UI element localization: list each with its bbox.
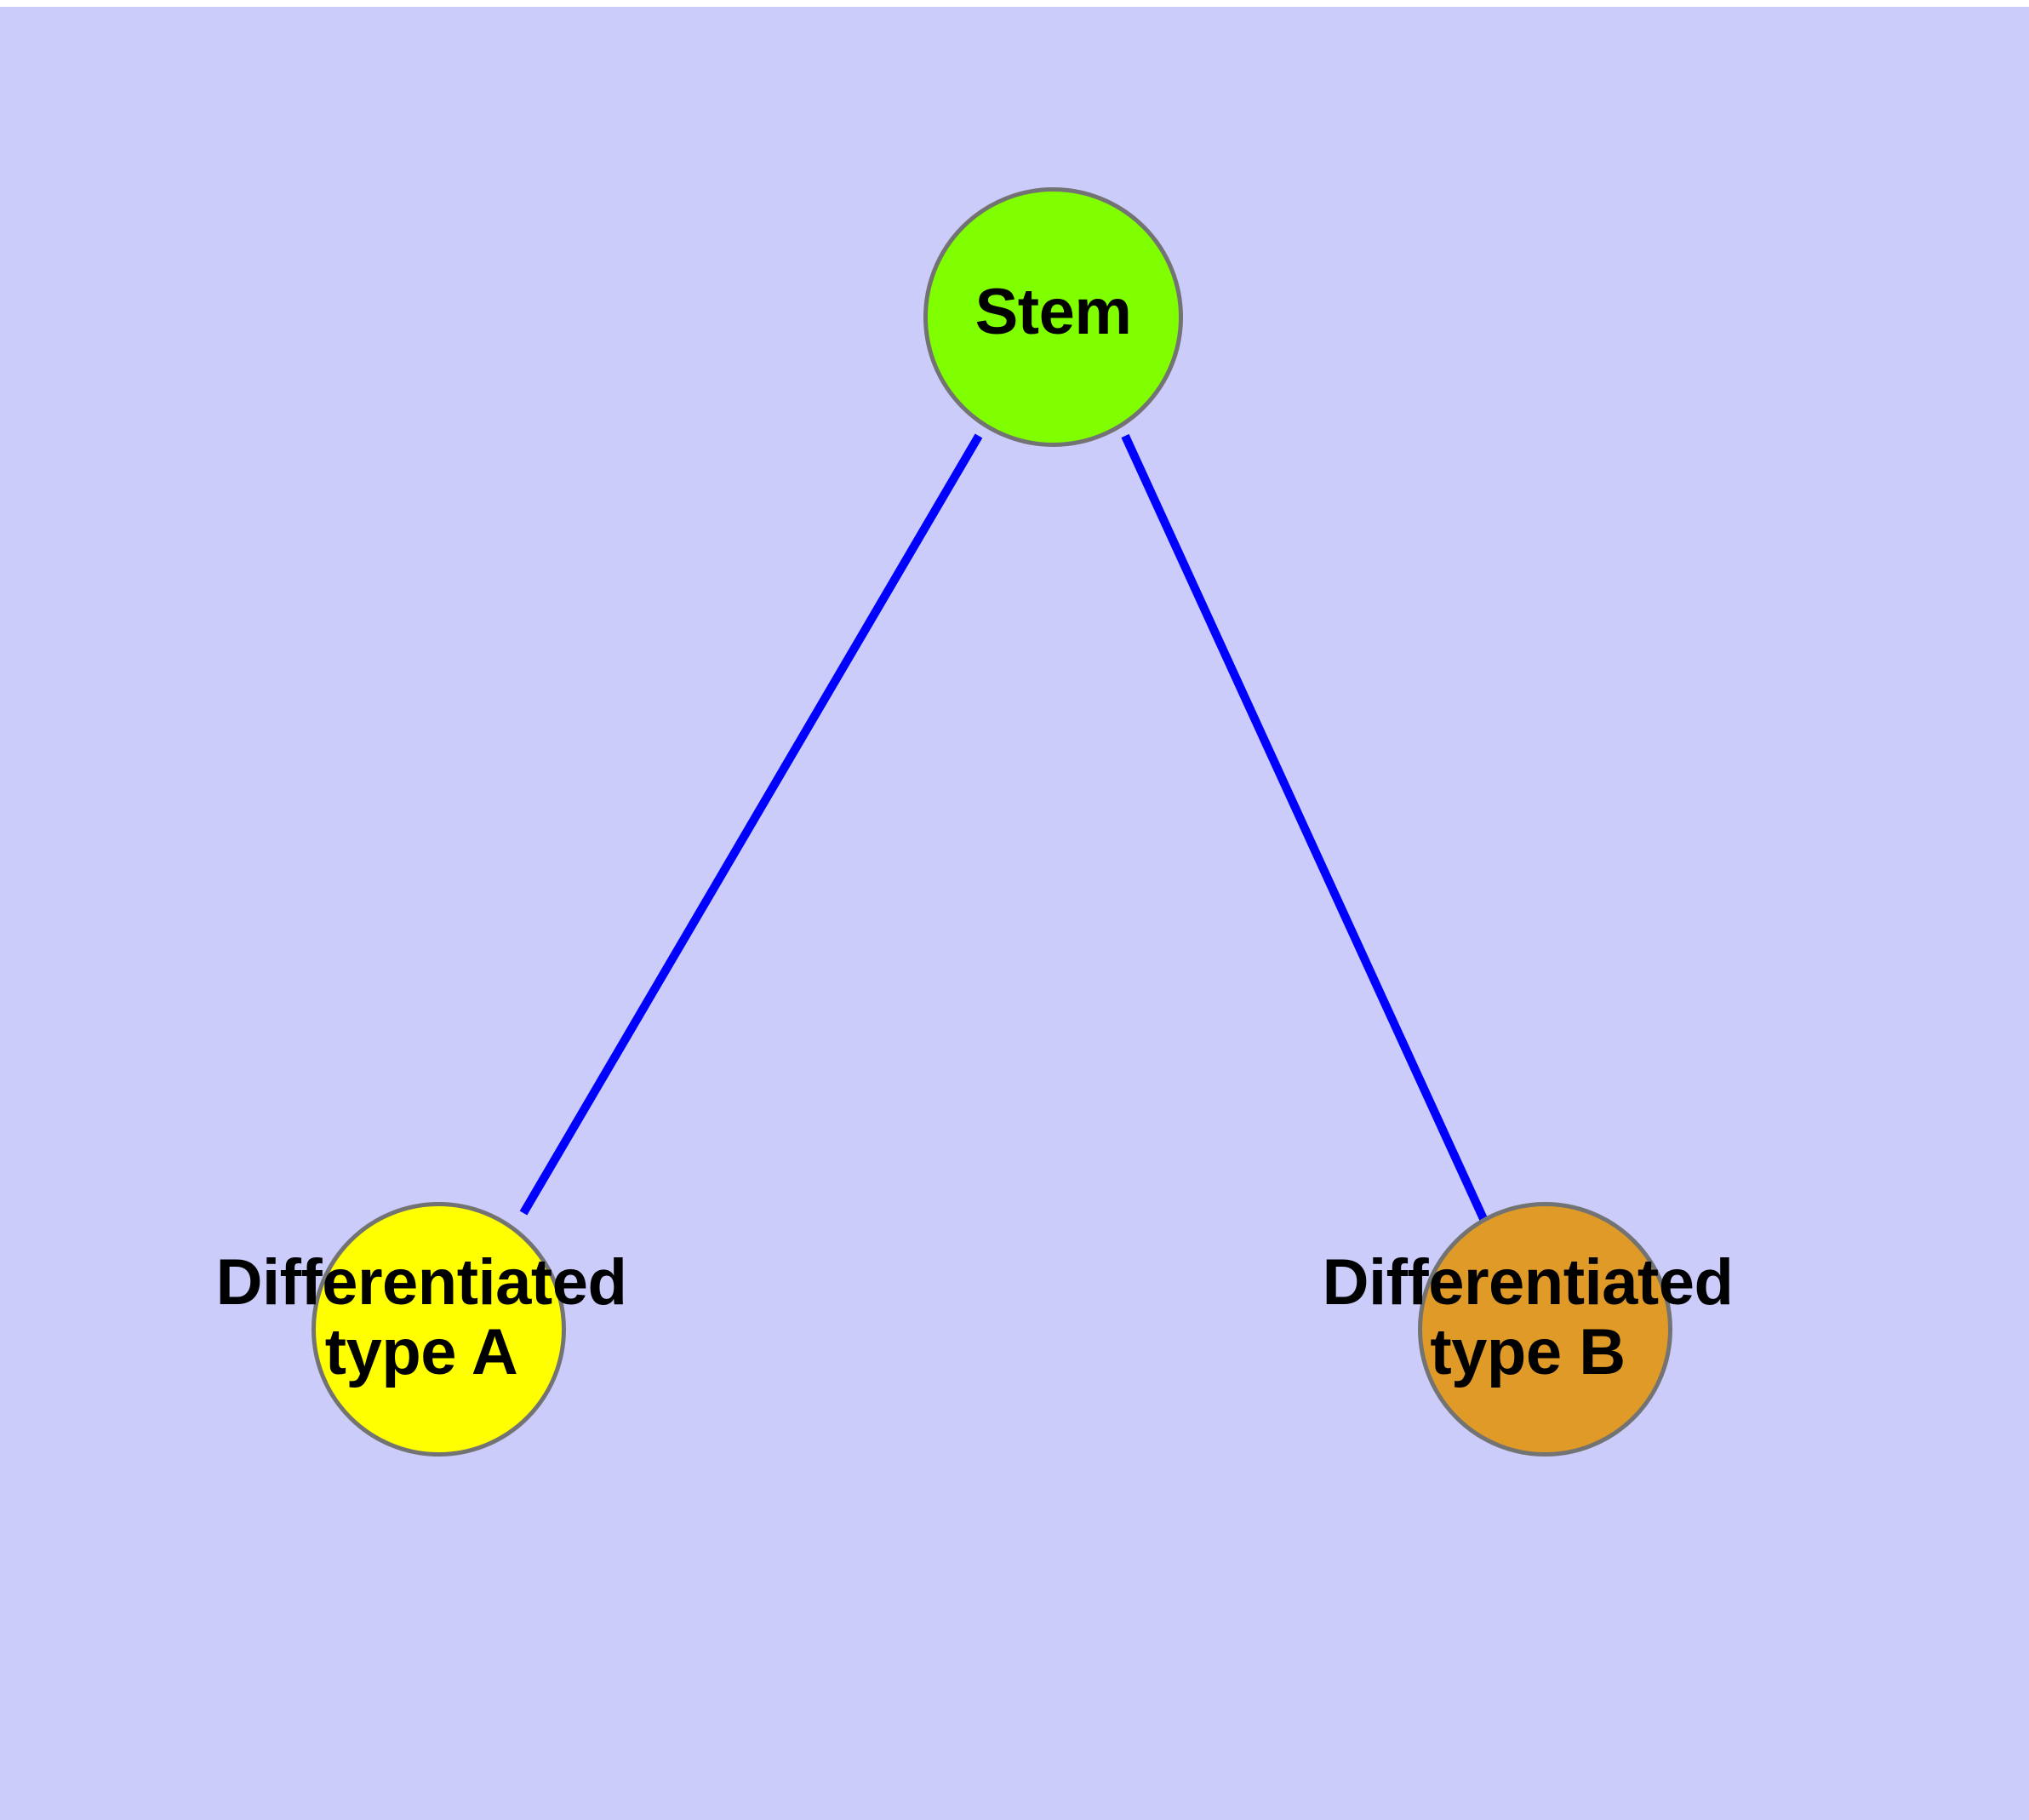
edge-stem-to-differentiated-a	[519, 433, 983, 1216]
node-stem[interactable]	[923, 187, 1183, 447]
node-label-differentiated-type-a: Differentiated type A	[215, 1246, 627, 1389]
node-label-differentiated-type-b: Differentiated type B	[1322, 1246, 1734, 1389]
canvas-top-margin	[0, 0, 2029, 7]
node-differentiated-type-b[interactable]	[1418, 1202, 1672, 1457]
node-differentiated-type-a[interactable]	[311, 1202, 566, 1457]
edge-stem-to-differentiated-b	[1121, 433, 1489, 1223]
node-label-stem: Stem	[974, 276, 1132, 348]
